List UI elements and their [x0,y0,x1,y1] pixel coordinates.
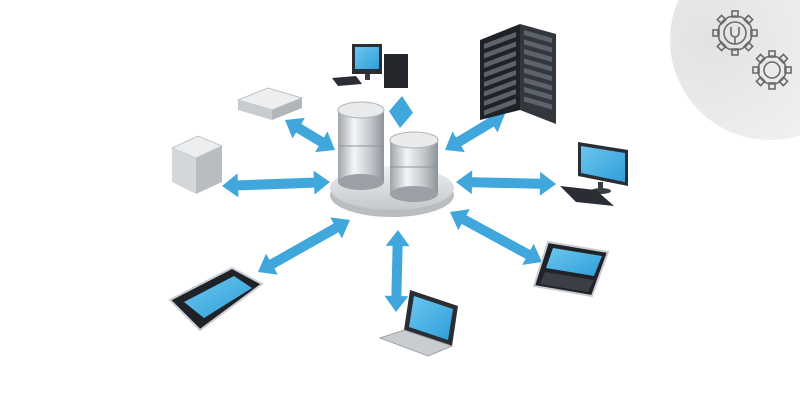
rack-slot [484,32,516,49]
laptop-icon [378,290,458,357]
gear-tooth [716,41,727,52]
gear-tooth [768,50,776,58]
rack-slot [484,41,516,59]
double-arrow-3 [258,217,350,275]
server-rack-icon [480,24,556,124]
gear-tooth [731,10,739,18]
double-arrow-1 [285,117,335,153]
rack-slot [484,98,516,116]
gear-tooth [731,48,739,56]
gear-tooth [743,41,754,52]
rack-slot [524,68,552,81]
rack-slot [484,51,516,68]
double-arrow-6 [456,170,556,196]
gear-tooth [750,29,758,37]
desktop-computer-icon [332,44,408,88]
rack-slot [484,60,516,78]
double-arrow-4 [384,230,410,312]
rack-slot [524,77,552,91]
gear-tooth [784,66,792,74]
gear-tooth [743,14,754,25]
rack-slot [524,58,552,72]
tower-server-icon [170,135,224,194]
arrows [222,96,556,312]
gear-tooth [777,75,789,87]
rack-slot [524,96,552,110]
rack-slot [484,89,516,106]
double-arrow-5 [450,209,542,265]
database-cluster-icon [330,101,454,217]
double-arrow-2 [222,170,330,198]
rack-slot [524,87,552,100]
gear-tooth [716,14,727,25]
gear-tooth [755,75,767,87]
double-arrow-7 [445,111,505,153]
smartphone-icon [168,266,264,332]
gear-tooth [768,82,776,90]
corner-badge [670,0,800,140]
rack-slot [524,39,552,53]
gear-wrench-icon [712,10,758,56]
gear-tooth [752,66,760,74]
rack-slot [484,79,516,97]
gear-tooth [777,53,789,65]
gear-tooth [755,53,767,65]
smartphone-icon [532,240,610,298]
network-appliance-icon [236,87,304,120]
double-arrow-0 [389,96,413,128]
gear-tooth [712,29,720,37]
rack-slot [524,49,552,62]
gear-icon [752,50,792,90]
rack-slot [524,30,552,43]
monitor-keyboard-icon [560,142,628,206]
rack-slot [484,70,516,87]
